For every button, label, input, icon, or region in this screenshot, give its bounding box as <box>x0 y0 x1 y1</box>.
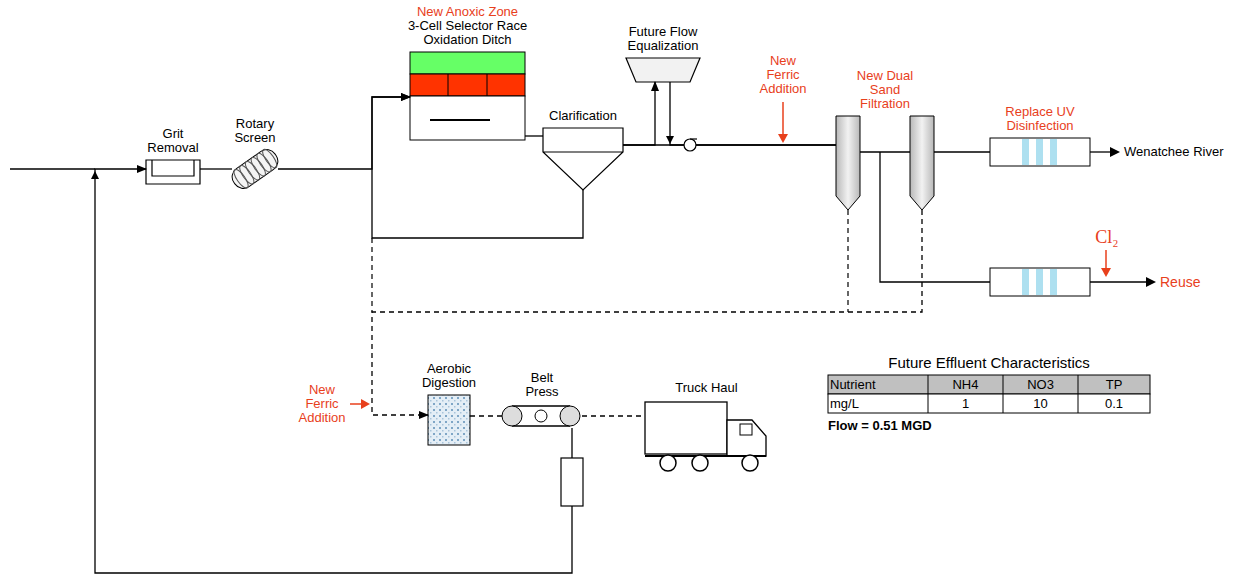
node-label: Grit Removal <box>143 127 203 155</box>
node-text: Future Flow Equalization <box>623 25 703 53</box>
node-text: New Dual Sand Filtration <box>849 69 921 111</box>
flow-line <box>200 168 232 169</box>
chlorine-arrowhead <box>1101 268 1111 277</box>
outfall-line <box>1090 151 1112 152</box>
reuse-line <box>880 152 990 282</box>
flow-line <box>670 82 836 145</box>
effluent-table-grid <box>828 375 1150 413</box>
reuse-outlet-line <box>1090 281 1148 282</box>
node-text: Clarification <box>538 109 628 123</box>
chemical-note: New Ferric Addition <box>294 381 350 427</box>
waste-sludge-line <box>371 238 372 312</box>
node-label: Rotary Screen <box>227 117 283 145</box>
flow-line <box>623 82 655 145</box>
node-label: Aerobic Digestion <box>416 362 482 390</box>
table-cell: NH4 <box>928 376 1003 393</box>
pump-symbol <box>690 138 697 139</box>
node-text: Aerobic Digestion <box>416 362 482 390</box>
uv-unit: Replace UV Disinfection <box>990 138 1090 166</box>
chemical-note: Cl₂ <box>1090 226 1124 248</box>
table-cell: NO3 <box>1003 376 1078 393</box>
return-arrowhead <box>666 136 674 144</box>
node-label: Replace UV Disinfection <box>998 105 1082 133</box>
outfall-label: Wenatchee River <box>1124 144 1242 160</box>
chlorine-arrow <box>1105 250 1107 270</box>
outfall-arrowhead <box>1110 147 1120 157</box>
table-title: Future Effluent Characteristics <box>828 354 1150 372</box>
rotary-screen: Rotary Screen <box>232 150 278 188</box>
node-text: Replace UV Disinfection <box>998 105 1082 133</box>
digester: Aerobic Digestion <box>428 395 470 445</box>
flow-line <box>470 415 502 416</box>
table-cell: TP <box>1078 376 1150 393</box>
truck: Truck Haul <box>645 400 768 472</box>
flow-line <box>582 415 645 416</box>
node-text: Belt Press <box>519 371 565 399</box>
flow-note: Flow = 0.51 MGD <box>828 417 1028 435</box>
ferric-arrow <box>782 102 784 136</box>
sand-filter: New Dual Sand Filtration <box>836 116 934 210</box>
flow-line <box>934 151 990 152</box>
node-label: Clarification <box>538 109 628 123</box>
node-label: New Anoxic Zone3-Cell Selector Race Oxid… <box>401 5 535 47</box>
pump-symbol <box>684 139 696 151</box>
belt-press: Belt Press <box>502 404 582 428</box>
sand-filter-shape <box>836 116 860 210</box>
equalization-basin: Future Flow Equalization <box>626 58 700 82</box>
oxidation-ditch: New Anoxic Zone3-Cell Selector Race Oxid… <box>410 52 525 140</box>
clarifier: Clarification <box>543 128 623 190</box>
rotary-screen-shape <box>228 146 282 193</box>
flow-line <box>623 144 836 145</box>
reuse-arrowhead <box>1146 277 1156 287</box>
table-cell: Nutrient <box>830 376 926 393</box>
node-text: Truck Haul <box>662 381 752 395</box>
node-text: Grit Removal <box>143 127 203 155</box>
uv-unit-shape <box>990 138 1090 296</box>
table-cell: mg/L <box>830 395 926 412</box>
oxidation-ditch-shape <box>410 52 525 140</box>
flow-line <box>525 135 543 136</box>
backwash-line <box>847 210 848 312</box>
node-label: Belt Press <box>519 371 565 399</box>
grit-chamber-shape <box>146 160 200 184</box>
ferric-arrow <box>350 403 362 405</box>
node-text: New Anoxic Zone <box>401 5 535 19</box>
filter-link <box>860 151 910 152</box>
equalization-shape <box>626 58 700 82</box>
table-cell: 0.1 <box>1078 395 1150 412</box>
flow-line <box>278 97 410 169</box>
chemical-note: New Ferric Addition <box>753 52 813 98</box>
influent-line <box>10 168 95 169</box>
reuse-label: Reuse <box>1160 274 1220 290</box>
filtrate-tank <box>561 458 583 506</box>
ferric-arrowhead <box>778 134 788 143</box>
clarifier-shape <box>543 128 623 190</box>
node-label: Truck Haul <box>662 381 752 395</box>
belt-press-shape <box>502 406 580 426</box>
node-label: Future Flow Equalization <box>623 25 703 53</box>
node-text: 3-Cell Selector Race Oxidation Ditch <box>401 19 535 47</box>
node-label: New Dual Sand Filtration <box>849 69 921 111</box>
digester-shape <box>428 395 470 445</box>
grit-chamber: Grit Removal <box>146 160 200 184</box>
table-cell: 1 <box>928 395 1003 412</box>
ferric-arrowhead <box>361 399 370 409</box>
node-text: Rotary Screen <box>227 117 283 145</box>
table-cell: 10 <box>1003 395 1078 412</box>
flow-line <box>95 169 572 573</box>
sand-filter-shape <box>910 116 934 210</box>
truck-shape <box>645 402 766 471</box>
